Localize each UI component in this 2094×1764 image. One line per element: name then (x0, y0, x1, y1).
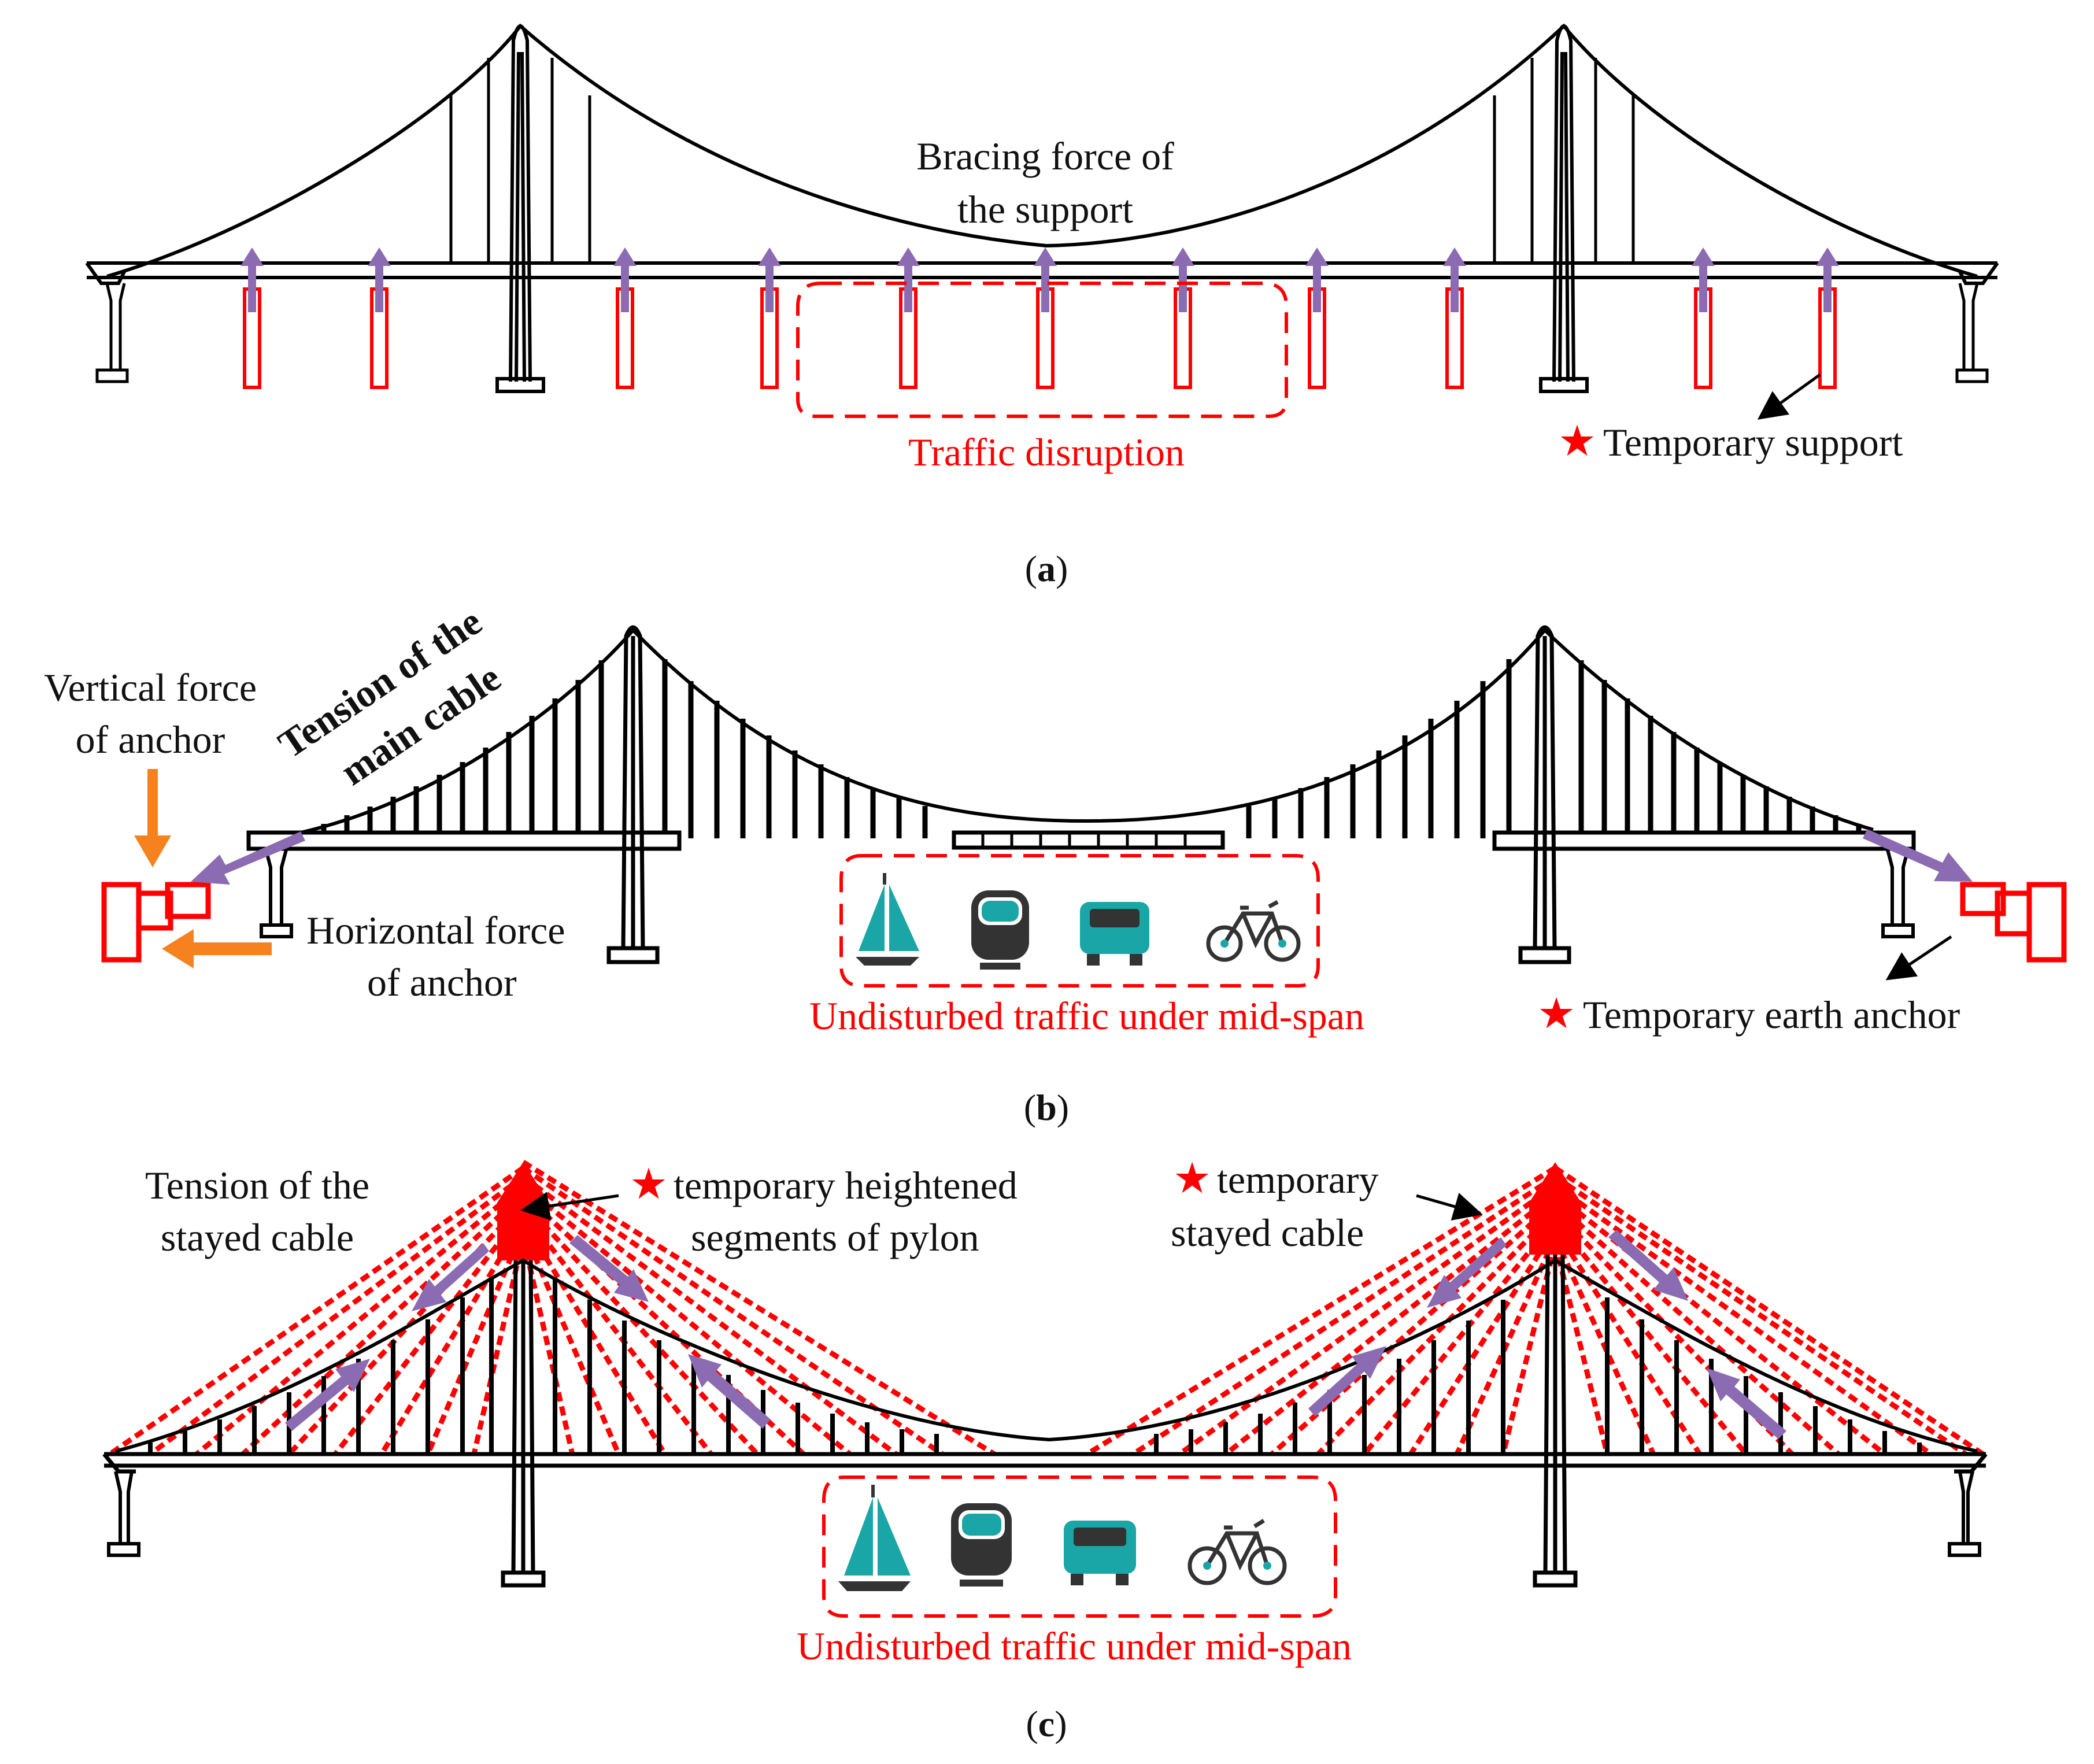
end-pier-left-a (95, 283, 129, 383)
end-pier-left-c (107, 1471, 140, 1557)
temporary-supports-a (243, 287, 1837, 389)
horizontal-force-label-1: Horizontal force (306, 908, 565, 952)
main-cable-b (300, 627, 1874, 834)
temporary-support-label: Temporary support (1603, 420, 1903, 464)
temporary-support-pointer (1757, 373, 1821, 420)
heightened-segment-label-1: temporary heightened (674, 1163, 1018, 1207)
traffic-disruption-box (796, 282, 1288, 418)
caption-b: (b) (1024, 1087, 1069, 1128)
pylon-left-a (495, 24, 545, 393)
car-icon (1080, 902, 1149, 966)
horizontal-force-arrow (162, 929, 272, 968)
pylon-right-a (1539, 24, 1589, 393)
vertical-force-label-2: of anchor (76, 718, 225, 761)
tension-arrow-left (191, 831, 305, 885)
bracing-force-arrow (758, 247, 781, 312)
earth-anchor-label: Temporary earth anchor (1583, 993, 1960, 1037)
caption-c: (c) (1026, 1703, 1067, 1744)
sailboat-icon (856, 873, 919, 966)
stay-tension-arrow (1608, 1230, 1688, 1301)
bicycle-icon (1187, 1519, 1287, 1585)
stayed-tension-label-2: stayed cable (161, 1215, 354, 1259)
hangers-a (449, 58, 1635, 263)
main-cable-a (106, 23, 1978, 278)
sailboat-icon (838, 1485, 911, 1591)
bracing-force-arrow (1692, 247, 1715, 312)
bicycle-icon (1206, 900, 1301, 962)
bracing-force-arrow (897, 247, 920, 312)
earth-anchor-right (1960, 882, 2067, 963)
hangers-b (321, 659, 1862, 838)
end-pier-left-b (260, 849, 293, 938)
horizontal-force-label-2: of anchor (367, 960, 517, 1004)
deck-b (246, 830, 1916, 851)
pylon-right-c (1533, 1254, 1578, 1588)
bracing-force-arrow (241, 247, 264, 312)
traffic-disruption-label: Traffic disruption (908, 430, 1185, 474)
stayed-tension-label-1: Tension of the (145, 1163, 369, 1207)
vertical-force-arrow (134, 769, 171, 867)
caption-a: (a) (1025, 548, 1068, 589)
bracing-force-arrow (368, 247, 391, 312)
tension-arrow-right (1863, 829, 1973, 882)
stay-tension-arrow (1707, 1368, 1786, 1439)
panel-a: Bracing force of the support Traffic dis… (85, 23, 1999, 589)
undisturbed-traffic-box-b (839, 854, 1320, 988)
stay-tension-arrow (1308, 1346, 1386, 1417)
train-icon (951, 1503, 1012, 1587)
undisturbed-traffic-label-b: Undisturbed traffic under mid-span (809, 994, 1364, 1038)
stay-tension-arrow (569, 1235, 649, 1302)
train-icon (971, 890, 1029, 970)
end-pier-right-c (1948, 1471, 1981, 1557)
end-pier-right-b (1881, 849, 1915, 938)
temp-stayed-cable-pointer (1416, 1192, 1483, 1221)
star-icon: ★ (1537, 990, 1575, 1038)
car-icon (1064, 1521, 1136, 1585)
central-segment-cells (981, 833, 1187, 848)
panel-b: Vertical force of anchor Tension of the … (44, 599, 2067, 1128)
heightened-segment-pointer (520, 1192, 619, 1221)
earth-anchor-left (101, 882, 211, 963)
temp-stayed-cable-label-2: stayed cable (1171, 1211, 1364, 1255)
pylon-right-b (1518, 625, 1571, 964)
vertical-force-label-1: Vertical force (44, 665, 257, 709)
bracing-force-arrow (1305, 247, 1329, 312)
stay-tension-arrow (688, 1354, 771, 1429)
bracing-force-arrow (613, 247, 637, 312)
hangers-c (148, 1278, 1922, 1454)
heightened-pylon-segment-right (1529, 1162, 1581, 1255)
bracing-force-label-1: Bracing force of (916, 134, 1174, 178)
stiffening-curve-c (115, 1258, 1978, 1453)
star-icon: ★ (1558, 418, 1596, 465)
panel-c: Tension of the stayed cable ★ temporary … (102, 1155, 1988, 1744)
star-icon: ★ (630, 1161, 668, 1208)
heightened-segment-label-2: segments of pylon (691, 1215, 979, 1259)
deck-c (102, 1452, 1988, 1474)
bracing-force-arrow (1034, 247, 1057, 312)
star-icon: ★ (1173, 1155, 1211, 1203)
earth-anchor-pointer (1885, 935, 1952, 981)
stay-tension-arrow (412, 1243, 489, 1311)
temp-stayed-cable-label-1: temporary (1217, 1157, 1378, 1201)
bracing-force-arrow (1816, 247, 1839, 312)
pylon-left-c (501, 1260, 546, 1588)
stayed-cable-tension-arrows (285, 1230, 1786, 1439)
pylon-left-b (606, 625, 660, 964)
undisturbed-traffic-label-c: Undisturbed traffic under mid-span (797, 1624, 1352, 1668)
bracing-arrows-a (241, 247, 1839, 312)
bracing-force-arrow (1443, 247, 1466, 312)
bracing-force-arrow (1171, 247, 1194, 312)
stay-tension-arrow (1427, 1237, 1507, 1308)
heightened-pylon-segment-left (497, 1162, 549, 1260)
temporary-stayed-cables-right (1085, 1166, 1985, 1456)
bracing-force-label-2: the support (957, 187, 1133, 231)
end-pier-right-a (1955, 283, 1989, 383)
undisturbed-traffic-box-c (822, 1475, 1337, 1618)
stay-tension-arrow (285, 1359, 370, 1431)
